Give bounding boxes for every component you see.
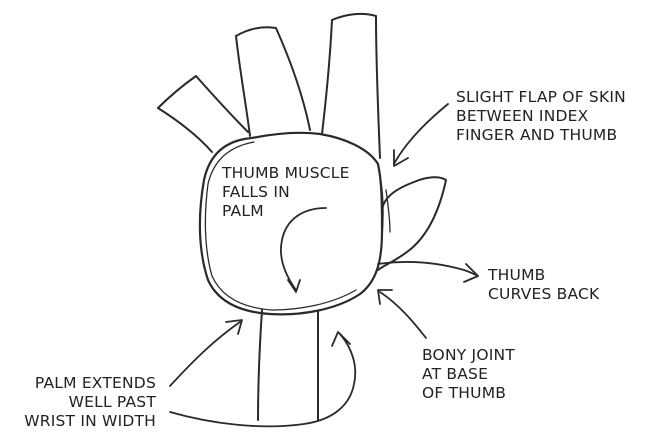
palm-extends-arrow-lower <box>170 332 355 426</box>
thumb <box>378 177 446 270</box>
bony-joint-arrow <box>378 290 426 338</box>
palm-outline <box>200 133 383 315</box>
bony-joint-label: BONY JOINT AT BASE OF THUMB <box>422 346 515 403</box>
palm-extends-line-2: WELL PAST <box>24 393 156 412</box>
thumb-muscle-label: THUMB MUSCLE FALLS IN PALM <box>222 164 350 221</box>
palm-extends-arrow-upper <box>170 320 242 386</box>
skin-flap-arrow <box>394 104 448 166</box>
bony-joint-line-2: AT BASE <box>422 365 515 384</box>
thumb-curves-label: THUMB CURVES BACK <box>488 266 599 304</box>
ring-finger <box>236 27 310 136</box>
thumb-muscle-line-2: FALLS IN <box>222 183 350 202</box>
palm-extends-label: PALM EXTENDS WELL PAST WRIST IN WIDTH <box>24 374 156 431</box>
thumb-curves-line-2: CURVES BACK <box>488 285 599 304</box>
thumb-curves-line-1: THUMB <box>488 266 599 285</box>
bony-joint-line-1: BONY JOINT <box>422 346 515 365</box>
palm-extends-line-3: WRIST IN WIDTH <box>24 412 156 431</box>
bony-joint-line-3: OF THUMB <box>422 384 515 403</box>
skin-flap-line-2: BETWEEN INDEX <box>456 107 626 126</box>
palm-extends-line-1: PALM EXTENDS <box>24 374 156 393</box>
skin-flap-line-3: FINGER AND THUMB <box>456 126 626 145</box>
thumb-curves-arrow <box>378 262 478 282</box>
skin-flap-label: SLIGHT FLAP OF SKIN BETWEEN INDEX FINGER… <box>456 88 626 145</box>
thumb-muscle-line-3: PALM <box>222 202 350 221</box>
wrist <box>258 310 318 420</box>
skin-flap-line-1: SLIGHT FLAP OF SKIN <box>456 88 626 107</box>
thumb-muscle-line-1: THUMB MUSCLE <box>222 164 350 183</box>
